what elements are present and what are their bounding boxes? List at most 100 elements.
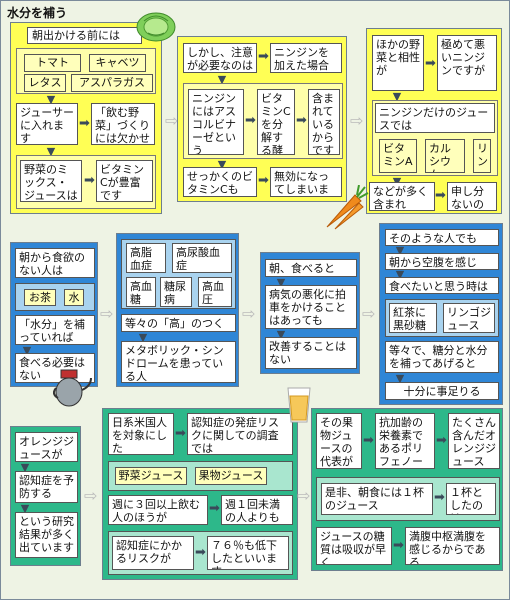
arrow-right: ➡ — [209, 501, 220, 516]
arrow-down: ▼ — [46, 145, 56, 158]
arrow-right: ➡ — [434, 490, 445, 505]
text-polyphenol: 抗加齢の栄養素であるポリフェノールを — [375, 413, 435, 469]
arrow-right: ➡ — [425, 56, 436, 71]
arrow-down: ▼ — [217, 158, 227, 171]
condition-hyperuricemia: 高尿酸血症 — [172, 243, 232, 273]
text-mixed-juice: 野菜のミックス・ジュースは — [20, 160, 82, 202]
panel-sugar-water: そのような人でも ▼ 朝から空腹を感じ ▼ 食べたいと思う時は 紅茶に黒砂糖 リ… — [379, 223, 503, 405]
text-caution: しかし、注意が必要なのは — [183, 43, 257, 73]
flow-arrow: ⇨ — [100, 304, 114, 323]
text-ascorbinase: ニンジンにはアスコルビナーゼという — [188, 89, 244, 155]
nutrient-vitamin-a: ビタミンA — [379, 139, 417, 173]
flow-arrow: ⇨ — [84, 486, 98, 505]
vegetable-group: トマト キャベツ レタス アスパラガス — [16, 48, 156, 94]
text-sufficient: 十分に事足りる — [385, 382, 499, 400]
mix-juice-group: 野菜のミックス・ジュースは ➡ ビタミンCが豊富です — [16, 155, 156, 209]
text-three-times-weekly: 週に３回以上飲む人のほうが — [108, 495, 208, 525]
panel-carrot-caution: しかし、注意が必要なのは ➡ ニンジンを加えた場合です ▼ ニンジンにはアスコル… — [177, 36, 347, 202]
panel-dementia-study: 日系米国人を対象にした ➡ 認知症の発症リスクに関しての調査では 野菜ジュース … — [102, 408, 298, 580]
juice-type-group: 野菜ジュース 果物ジュース — [108, 461, 293, 491]
text-such-people: そのような人でも — [385, 229, 499, 246]
text-with-carrot: ニンジンを加えた場合です — [270, 43, 342, 73]
arrow-right: ➡ — [393, 538, 404, 553]
text-other-vegetables: ほかの野菜と相性が — [372, 35, 424, 91]
arrow-down: ▼ — [391, 176, 403, 187]
condition-group: 高脂血症 高尿酸血症 高血糖 糖尿病 高血圧 — [121, 239, 236, 309]
flow-arrow: ⇨ — [350, 111, 364, 130]
text-perfect: 申し分ないのです — [447, 182, 497, 211]
arrow-right: ➡ — [195, 545, 206, 560]
text-japanese-americans: 日系米国人を対象にした — [108, 413, 174, 455]
tag-asparagus: アスパラガス — [71, 74, 153, 92]
sugar-drink-group: 紅茶に黒砂糖 リンゴジュース — [385, 299, 499, 337]
text-hungry: 朝から空腹を感じ — [385, 253, 499, 270]
drink-group: お茶 水 — [15, 283, 95, 311]
page-title: 水分を補う — [7, 6, 68, 20]
tag-tomato: トマト — [24, 54, 81, 72]
flow-arrow: ⇨ — [165, 111, 179, 130]
arrow-right: ➡ — [258, 49, 269, 64]
arrow-right: ➡ — [175, 426, 186, 441]
text-survey: 認知症の発症リスクに関しての調査では — [187, 413, 293, 455]
text-vitamin-c-rich: ビタミンCが豊富です — [96, 160, 153, 202]
tag-fruit-juice: 果物ジュース — [195, 467, 267, 485]
flow-arrow: ⇨ — [297, 486, 311, 505]
text-breakfast-juice: 是非、朝食には１杯のジュース — [321, 483, 433, 515]
text-juicer: ジューサーに入れます — [16, 103, 78, 145]
text-no-improvement: 改善することはない — [265, 337, 357, 369]
arrow-down: ▼ — [395, 244, 405, 257]
panel-morning-juice: 朝出かける前には トマト キャベツ レタス アスパラガス ▼ ジューサーに入れま… — [10, 22, 162, 214]
text-fruit-juice-representative: その果物ジュースの代表が — [316, 413, 362, 469]
text-metabolic-syndrome: メタボリック・シンドロームを患っている人 — [121, 341, 236, 383]
panel-morning-eating: 朝、食べると ▼ 病気の悪化に拍車をかけることはあっても ▼ 改善することはない — [260, 252, 360, 374]
text-contained: 含まれているからです — [308, 89, 340, 155]
flow-arrow: ⇨ — [242, 304, 256, 323]
text-invalidated: 無効になってしまいます — [270, 167, 342, 197]
arrow-down: ▼ — [217, 73, 227, 86]
text-hydrate: 「水分」を補っていれば — [15, 315, 95, 345]
panel-oj-recommendation: その果物ジュースの代表が ➡ 抗加齢の栄養素であるポリフェノールを ➡ たくさん… — [311, 408, 503, 571]
condition-diabetes: 糖尿病 — [160, 277, 192, 307]
text-less-than-once: 週１回未満の人よりも — [221, 495, 293, 525]
arrow-down: ▼ — [138, 331, 148, 344]
carrot-illustration — [326, 185, 369, 230]
text-want-to-eat: 食べたいと思う時は — [385, 277, 499, 294]
text-research-results: という研究結果が多く出ています — [15, 512, 78, 558]
text-rich-in: などが多く含まれ — [369, 182, 435, 211]
arrow-down: ▼ — [392, 90, 402, 103]
arrow-down: ▼ — [276, 328, 286, 341]
panel-orange-juice: オレンジジュースが ▼ 認知症を予防する ▼ という研究結果が多く出ています — [10, 426, 81, 566]
arrow-right: ➡ — [245, 113, 256, 128]
text-rich-orange-juice: たくさん含んだオレンジジュース — [448, 413, 500, 469]
text-one-cup: １杯としたのは — [446, 483, 496, 515]
text-sugar-absorption: ジュースの糖質は吸収が早く — [316, 527, 392, 565]
condition-hyperlipidemia: 高脂血症 — [126, 243, 166, 273]
arrow-down: ▼ — [395, 372, 405, 385]
arrow-down: ▼ — [20, 502, 30, 515]
arrow-right: ➡ — [436, 433, 447, 448]
arrow-down: ▼ — [395, 268, 405, 281]
text-orange-juice: オレンジジュースが — [15, 432, 78, 462]
arrow-right: ➡ — [84, 173, 95, 188]
arrow-right: ➡ — [363, 433, 374, 448]
nutrient-group: ニンジンだけのジュースでは ビタミンA カルシウム リン — [372, 100, 498, 176]
arrow-down: ▼ — [22, 344, 32, 357]
enzyme-group: ニンジンにはアスコルビナーゼという ➡ ビタミンCを分解する酵素が ➡ 含まれて… — [183, 83, 343, 159]
arrow-down: ▼ — [276, 276, 286, 289]
tag-lettuce: レタス — [24, 74, 66, 92]
text-dementia-risk: 認知症にかかるリスクが — [112, 536, 194, 570]
tag-vegetable-juice: 野菜ジュース — [115, 467, 187, 485]
arrow-right: ➡ — [435, 188, 446, 203]
arrow-down: ▼ — [20, 461, 30, 474]
flow-arrow: ⇨ — [362, 304, 376, 323]
condition-hyperglycemia: 高血糖 — [126, 277, 156, 307]
text-no-need-to-eat: 食べる必要はない — [15, 353, 95, 383]
tag-tea: お茶 — [24, 289, 56, 306]
text-worsen-disease: 病気の悪化に拍車をかけることはあっても — [265, 285, 357, 329]
orange-juice-glass-illustration — [287, 387, 311, 423]
text-drink-vegetables: 「飲む野菜」づくりには欠かせない — [91, 103, 155, 145]
text-satiety: 満腹中枢満腹を感じるからである — [405, 527, 500, 565]
drink-black-sugar-tea: 紅茶に黒砂糖 — [389, 303, 437, 333]
arrow-right: ➡ — [258, 173, 269, 188]
